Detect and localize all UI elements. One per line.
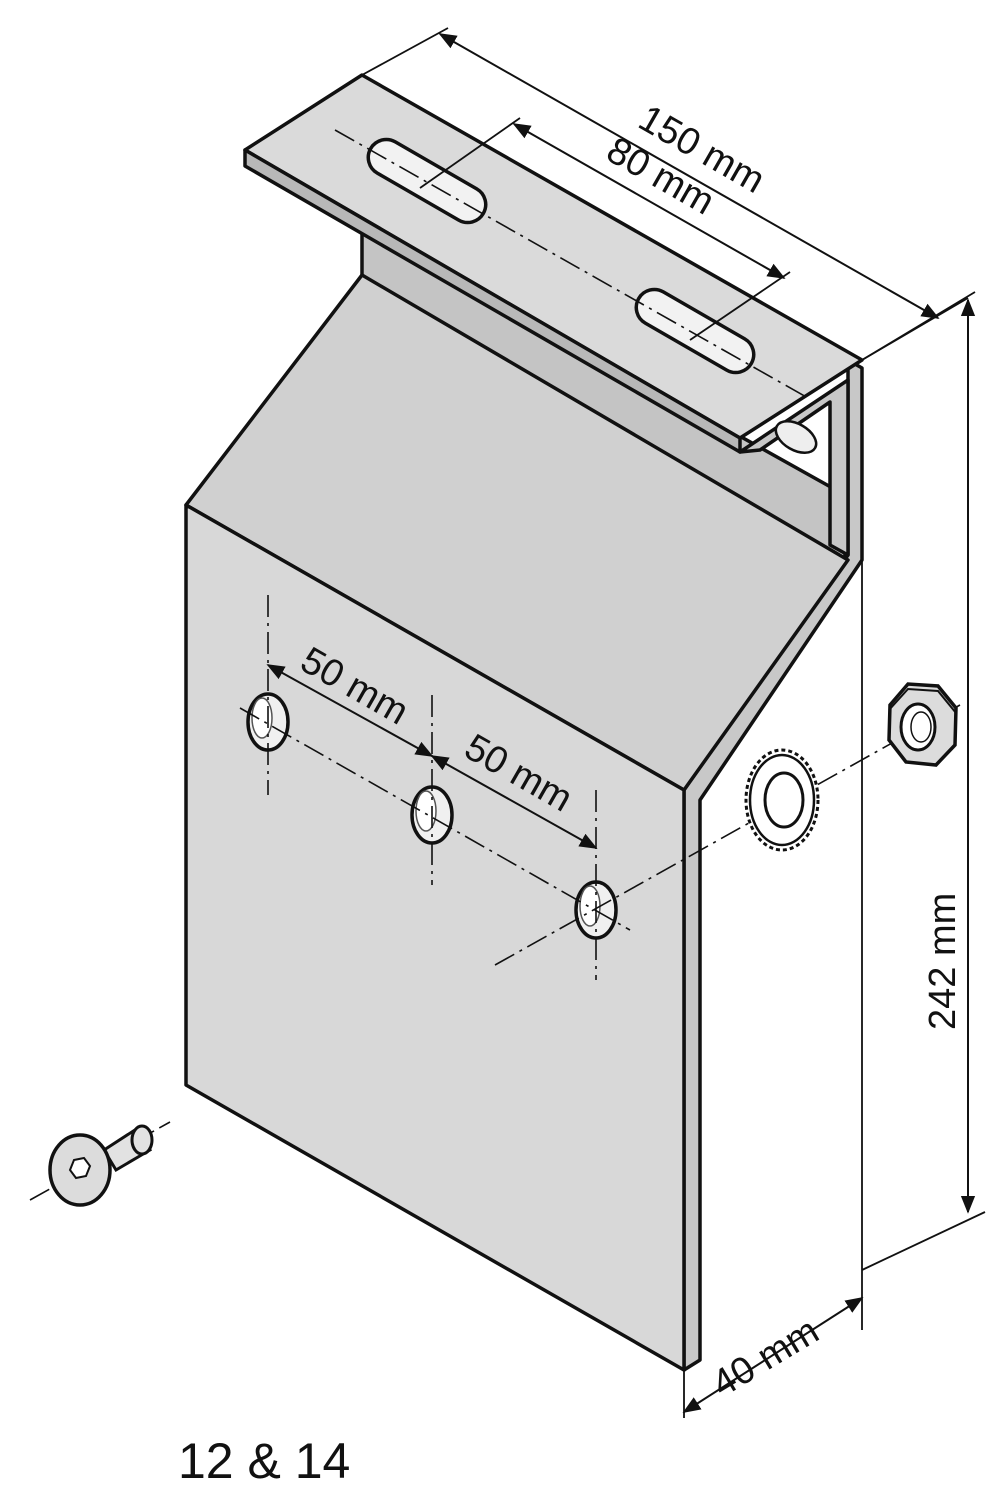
dimension-242: 242 mm xyxy=(861,291,986,1271)
hole-3 xyxy=(574,880,618,940)
diagram-caption: 12 & 14 xyxy=(178,1433,350,1489)
lock-washer-icon xyxy=(744,748,820,852)
dimension-40-label: 40 mm xyxy=(705,1310,826,1406)
hex-nut-icon xyxy=(887,682,958,767)
screw-icon xyxy=(29,1121,171,1207)
mounting-bracket xyxy=(184,73,961,1372)
dimension-242-label: 242 mm xyxy=(922,893,964,1030)
